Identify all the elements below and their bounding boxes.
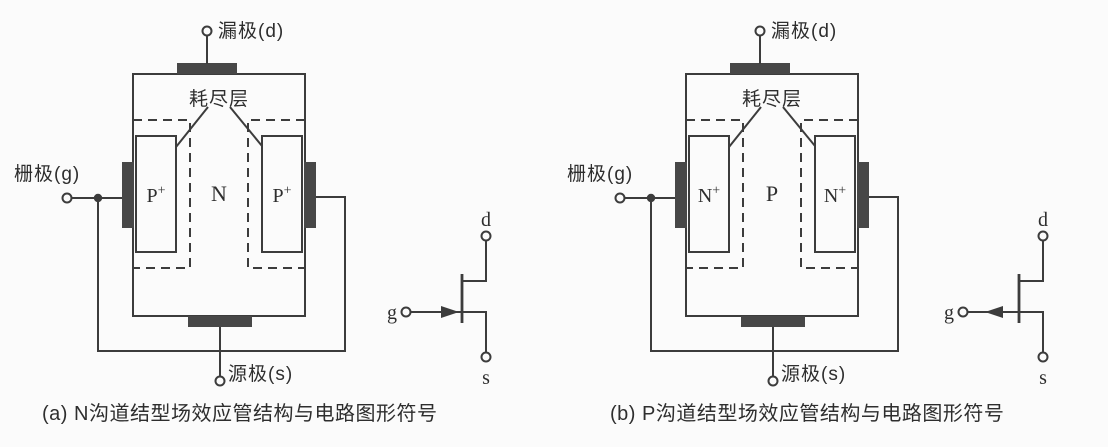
gate-terminal-label: 栅极(g) (14, 164, 81, 185)
region-sup: + (283, 183, 292, 199)
region-base: P (146, 185, 158, 207)
gate-terminal-label: 栅极(g) (567, 164, 634, 185)
channel-label: P (765, 181, 779, 206)
gate-arrow-in-icon (441, 306, 459, 318)
source-terminal-label: 源极(s) (228, 364, 294, 385)
symbol-source-label: s (482, 367, 490, 389)
region-sup: + (838, 183, 847, 199)
gate-region-left-label: N+ (689, 183, 729, 208)
symbol-b (957, 230, 1049, 363)
symbol-drain-label: d (1038, 209, 1048, 231)
symbol-source-label: s (1039, 367, 1047, 389)
drain-terminal-label: 漏极(d) (771, 21, 838, 42)
region-base: P (272, 185, 284, 207)
gate-arrow-out-icon (985, 306, 1003, 318)
symbol-drain-label: d (481, 209, 491, 231)
caption-b: (b) P沟道结型场效应管结构与电路图形符号 (610, 403, 1005, 425)
caption-a: (a) N沟道结型场效应管结构与电路图形符号 (42, 403, 438, 425)
symbol-a (400, 230, 492, 363)
gate-region-left-label: P+ (136, 183, 176, 208)
symbol-gate-label: g (944, 302, 954, 324)
region-base: N (697, 185, 713, 207)
source-terminal-label: 源极(s) (781, 364, 847, 385)
channel-label: N (211, 181, 227, 206)
region-sup: + (712, 183, 721, 199)
gate-region-right-label: P+ (262, 183, 302, 208)
region-sup: + (157, 183, 166, 199)
depletion-layer-label: 耗尽层 (188, 89, 249, 110)
symbol-gate-label: g (387, 302, 397, 324)
gate-region-right-label: N+ (815, 183, 855, 208)
drain-terminal-label: 漏极(d) (218, 21, 285, 42)
region-base: N (823, 185, 839, 207)
depletion-layer-label: 耗尽层 (741, 89, 802, 110)
